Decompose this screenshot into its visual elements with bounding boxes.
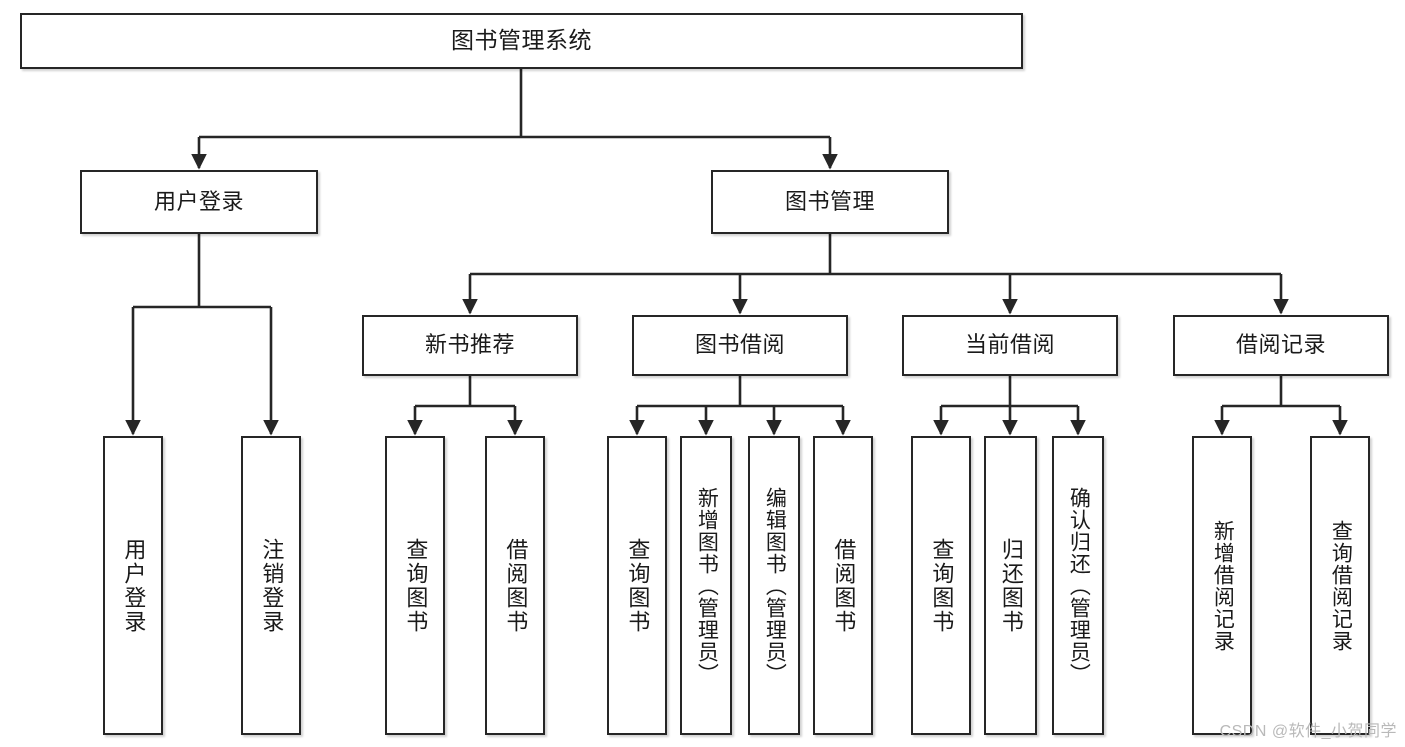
node-user-login[interactable]: 用户登录 [80,170,318,234]
node-leaf-confirm-return[interactable]: 确认归还（管理员） [1052,436,1104,735]
node-leaf-borrow-book-1-label: 借阅图书 [503,537,529,634]
node-leaf-borrow-book-2[interactable]: 借阅图书 [813,436,873,735]
node-leaf-return-book[interactable]: 归还图书 [984,436,1037,735]
node-current-borrow[interactable]: 当前借阅 [902,315,1118,376]
node-leaf-query-book-1[interactable]: 查询图书 [385,436,445,735]
node-leaf-edit-book[interactable]: 编辑图书（管理员） [748,436,800,735]
node-book-borrow[interactable]: 图书借阅 [632,315,848,376]
node-user-login-label: 用户登录 [153,188,244,214]
node-leaf-borrow-book-2-label: 借阅图书 [831,537,857,634]
node-leaf-query-book-3[interactable]: 查询图书 [911,436,971,735]
node-leaf-edit-book-label: 编辑图书（管理员） [763,486,787,685]
node-new-book-recommend[interactable]: 新书推荐 [362,315,578,376]
node-leaf-query-book-1-label: 查询图书 [403,537,429,634]
node-book-manage-label: 图书管理 [784,188,875,214]
node-leaf-query-record-label: 查询借阅记录 [1329,519,1353,652]
node-leaf-query-record[interactable]: 查询借阅记录 [1310,436,1370,735]
node-leaf-query-book-2-label: 查询图书 [625,537,651,634]
node-root[interactable]: 图书管理系统 [20,13,1023,69]
node-leaf-user-login[interactable]: 用户登录 [103,436,163,735]
node-leaf-add-book[interactable]: 新增图书（管理员） [680,436,732,735]
node-book-manage[interactable]: 图书管理 [711,170,949,234]
node-leaf-user-logout-label: 注销登录 [259,537,285,634]
node-leaf-add-record-label: 新增借阅记录 [1211,519,1235,652]
node-book-borrow-label: 图书借阅 [694,332,785,358]
node-borrow-record[interactable]: 借阅记录 [1173,315,1389,376]
node-leaf-query-book-2[interactable]: 查询图书 [607,436,667,735]
node-leaf-return-book-label: 归还图书 [998,537,1024,634]
node-leaf-user-login-label: 用户登录 [121,537,147,634]
node-leaf-user-logout[interactable]: 注销登录 [241,436,301,735]
node-current-borrow-label: 当前借阅 [964,332,1055,358]
node-root-label: 图书管理系统 [451,27,592,54]
node-leaf-query-book-3-label: 查询图书 [929,537,955,634]
node-new-book-recommend-label: 新书推荐 [424,332,515,358]
node-leaf-confirm-return-label: 确认归还（管理员） [1067,486,1091,685]
node-leaf-borrow-book-1[interactable]: 借阅图书 [485,436,545,735]
watermark-text: CSDN @软件_小贺同学 [1219,723,1397,740]
node-leaf-add-record[interactable]: 新增借阅记录 [1192,436,1252,735]
node-leaf-add-book-label: 新增图书（管理员） [695,486,719,685]
node-borrow-record-label: 借阅记录 [1235,332,1326,358]
